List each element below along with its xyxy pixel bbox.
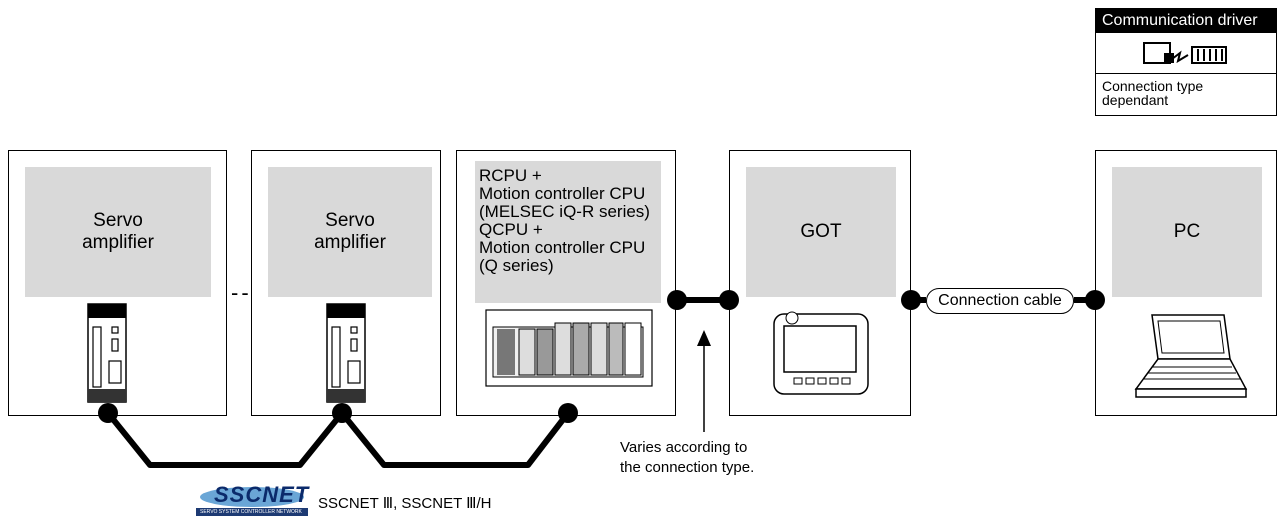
servo-amplifier-label-2: Servo amplifier: [314, 210, 386, 253]
sscnet-logo-subtext: SERVO SYSTEM CONTROLLER NETWORK: [200, 509, 302, 515]
controller-cpu-label: RCPU + Motion controller CPU (MELSEC iQ-…: [479, 166, 650, 275]
communication-driver-legend: Communication driver Connection type dep…: [1095, 8, 1277, 116]
servo-amplifier-icon: [87, 303, 127, 403]
got-label: GOT: [800, 221, 842, 242]
laptop-icon: [1134, 314, 1248, 398]
servo-amplifier-label-1: Servo amplifier: [82, 210, 154, 253]
servo-amplifier-node-2: Servo amplifier: [251, 150, 441, 416]
varies-note: Varies according to the connection type.: [620, 439, 755, 476]
controller-cpu-node: RCPU + Motion controller CPU (MELSEC iQ-…: [456, 150, 676, 416]
sscnet-network-label: SSCNET Ⅲ, SSCNET Ⅲ/H: [318, 495, 492, 512]
pc-node: PC: [1095, 150, 1277, 416]
sscnet-logo-text: SSCNET: [214, 482, 310, 507]
plc-rack-icon: [485, 309, 653, 387]
servo-amplifier-icon-2: [326, 303, 366, 403]
varies-arrow: [697, 330, 711, 432]
pc-label: PC: [1173, 221, 1201, 242]
sscnet-logo: SSCNET SERVO SYSTEM CONTROLLER NETWORK: [196, 482, 310, 516]
got-node: GOT: [729, 150, 911, 416]
servo-amplifier-node-1: Servo amplifier: [8, 150, 227, 416]
legend-note: Connection type dependant: [1102, 78, 1204, 108]
driver-icon: [1143, 42, 1227, 64]
got-terminal-icon: [773, 311, 869, 395]
legend-title: Communication driver: [1096, 9, 1276, 33]
connection-cable-label: Connection cable: [926, 288, 1074, 314]
